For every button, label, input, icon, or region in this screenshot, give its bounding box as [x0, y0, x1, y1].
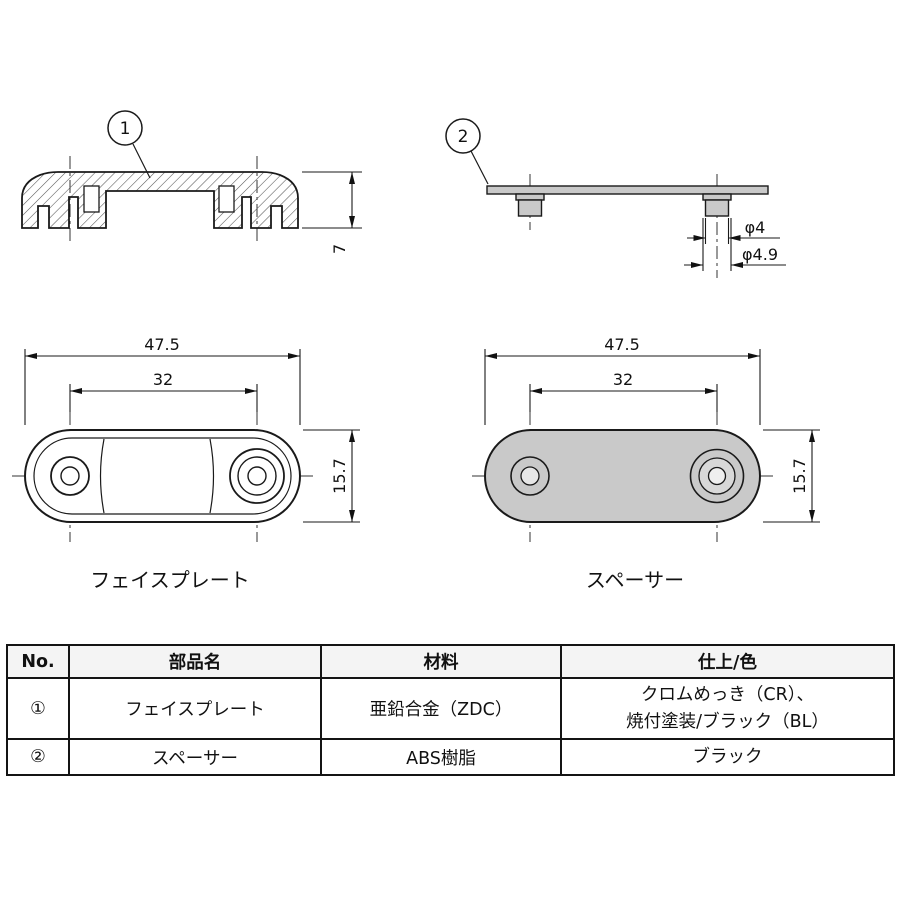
col-header-material: 材料: [320, 644, 562, 679]
faceplate-section-profile: [21, 171, 299, 229]
dim-value-32: 32: [153, 370, 173, 389]
cell-finish: ブラック: [560, 738, 895, 776]
faceplate-window-left: [83, 185, 100, 213]
callout-1-circle: [107, 110, 143, 146]
spacer-label: スペーサー: [586, 568, 684, 592]
cell-part-name: スペーサー: [68, 738, 322, 776]
cell-part-name: フェイスプレート: [68, 677, 322, 740]
parts-table-header-row: No. 部品名 材料 仕上/色: [6, 644, 895, 679]
faceplate-recess-edge-left: [99, 438, 105, 514]
faceplate-recess-edge-right: [209, 438, 215, 514]
faceplate-window-right: [218, 185, 235, 213]
spacer-boss-left-stem: [517, 199, 543, 217]
col-header-part-name: 部品名: [68, 644, 322, 679]
dim-value-15-7: 15.7: [330, 458, 349, 494]
dim-spacer-boss-diameters: φ4 φ4.9: [684, 218, 786, 271]
callout-1-number: 1: [120, 119, 131, 139]
table-row-spacer: ② スペーサー ABS樹脂 ブラック: [6, 738, 895, 776]
callout-2-number: 2: [458, 127, 469, 147]
spacer-side-view: [486, 174, 769, 278]
col-header-finish-color: 仕上/色: [560, 644, 895, 679]
parts-table: No. 部品名 材料 仕上/色 ① フェイスプレート 亜鉛合金（ZDC） クロム…: [6, 644, 895, 776]
dim-value-phi4-9: φ4.9: [742, 245, 778, 264]
faceplate-hole-left-inner: [60, 466, 80, 486]
dim-faceplate-top-height: 15.7: [303, 429, 360, 523]
dim-spacer-top-height: 15.7: [763, 429, 820, 523]
dim-value-15-7: 15.7: [790, 458, 809, 494]
dim-value-32: 32: [613, 370, 633, 389]
faceplate-side-view: [21, 156, 299, 244]
dim-value-7: 7: [330, 244, 349, 254]
spacer-boss-left-flange: [515, 193, 545, 201]
cell-material: ABS樹脂: [320, 738, 562, 776]
spacer-hole-right-inner: [707, 466, 727, 486]
spacer-plate: [486, 185, 769, 195]
dim-spacer-hole-spacing: 32: [529, 370, 718, 412]
spacer-boss-right-flange: [702, 193, 732, 201]
dim-faceplate-side-height: 7: [302, 171, 362, 254]
spacer-top-view: [472, 412, 775, 542]
spacer-side-body: [486, 185, 769, 217]
faceplate-label: フェイスプレート: [90, 568, 249, 592]
technical-drawing: 1 7 2 φ4 φ4.9: [12, 110, 820, 592]
callout-1: 1: [107, 110, 151, 179]
dim-value-47-5: 47.5: [144, 335, 180, 354]
table-row-faceplate: ① フェイスプレート 亜鉛合金（ZDC） クロムめっき（CR）、 焼付塗装/ブラ…: [6, 677, 895, 740]
faceplate-outline: [24, 429, 301, 523]
cell-material: 亜鉛合金（ZDC）: [320, 677, 562, 740]
spacer-hole-left-inner: [520, 466, 540, 486]
callout-2-circle: [445, 118, 481, 154]
dim-faceplate-top-width: 47.5: [24, 335, 301, 425]
cell-no: ②: [6, 738, 70, 776]
cell-no: ①: [6, 677, 70, 740]
faceplate-inner-outline: [33, 437, 292, 515]
col-header-no: No.: [6, 644, 70, 679]
spacer-boss-right-stem: [704, 199, 730, 217]
dim-value-47-5: 47.5: [604, 335, 640, 354]
dim-faceplate-hole-spacing: 32: [69, 370, 258, 412]
cell-finish: クロムめっき（CR）、 焼付塗装/ブラック（BL）: [560, 677, 895, 740]
spacer-outline: [484, 429, 761, 523]
dim-spacer-top-width: 47.5: [484, 335, 761, 425]
leader-line: [132, 143, 151, 179]
callout-2: 2: [445, 118, 489, 185]
faceplate-hole-right-inner: [247, 466, 267, 486]
leader-line: [470, 150, 489, 185]
faceplate-top-view: [12, 412, 315, 542]
dim-value-phi4: φ4: [745, 218, 766, 237]
